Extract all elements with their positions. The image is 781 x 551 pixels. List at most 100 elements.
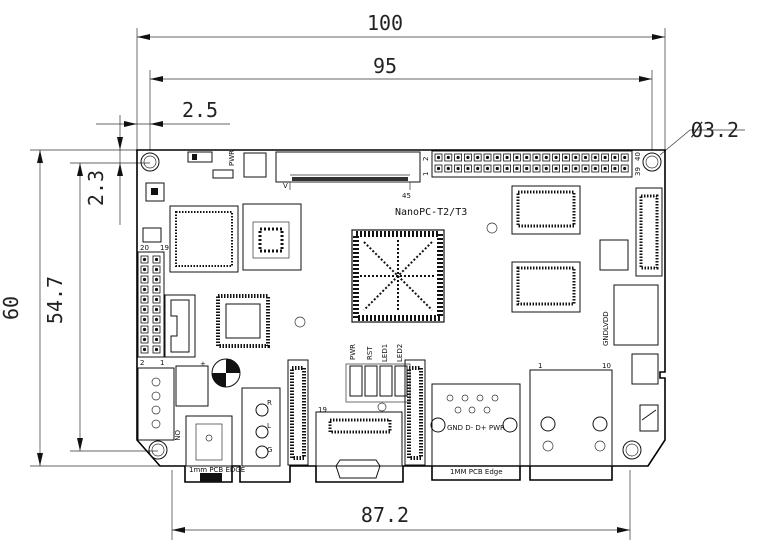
gpio-pin39-label: 39 <box>634 167 642 176</box>
gpio-pin <box>571 164 580 173</box>
btn-rst-label: RST <box>366 346 374 360</box>
dim-hole-offset-y: 2.3 <box>84 170 108 206</box>
audio-jack: R L G <box>241 387 281 467</box>
usb-port: GND D- D+ PWR 1MM PCB Edge <box>430 383 521 476</box>
eth-pin10-label: 10 <box>602 362 611 370</box>
gpio-pin <box>581 164 590 173</box>
pwr-switch-label: PWR <box>228 150 236 166</box>
gpio-pin <box>581 153 590 162</box>
on-label: ON <box>173 430 181 441</box>
debug-pin-hole <box>142 307 147 312</box>
audio-r-label: R <box>267 399 272 407</box>
btn-pwr-label: PWR <box>349 344 357 360</box>
debug-pin-hole <box>142 347 147 352</box>
hdmi-pin19-label: 19 <box>318 406 327 414</box>
gpio-pin <box>513 153 521 162</box>
gpio-pin-hole <box>525 166 529 171</box>
gpio-pin <box>591 164 600 173</box>
gpio-pin-hole <box>623 166 627 171</box>
gpio-pin <box>493 153 502 162</box>
gpio-pin <box>591 153 600 162</box>
debug-pin <box>152 265 161 274</box>
gpio-pin-hole <box>525 155 529 160</box>
dim-hole-pitch-y: 54.7 <box>43 276 67 324</box>
gpio-pin <box>601 153 609 162</box>
battery-area: + ON <box>137 358 241 441</box>
gpio-pin <box>532 164 541 173</box>
debug-pin <box>140 325 149 334</box>
debug-pin <box>152 285 161 294</box>
gpio-pin-hole <box>583 166 588 171</box>
gpio-pin-hole <box>534 155 539 160</box>
dim-pcb-edge-span: 87.2 <box>361 503 409 527</box>
gpio-pin-hole <box>485 155 490 160</box>
right-small-header <box>631 353 659 385</box>
debug-pin <box>140 305 149 314</box>
mounting-holes <box>140 152 662 460</box>
gpio-pin-hole <box>436 155 441 160</box>
gpio-pin <box>611 153 619 162</box>
gpio-pin-hole <box>613 166 617 171</box>
emmc-chip <box>169 205 239 273</box>
gpio-pin-hole <box>466 155 470 160</box>
debug-pin <box>140 345 149 354</box>
usb-edge-label: 1MM PCB Edge <box>450 468 503 476</box>
debug-pin-hole <box>142 257 147 262</box>
dim-hole-diameter: Ø3.2 <box>691 118 739 142</box>
debug-pin-hole <box>142 327 147 332</box>
gpio-pin <box>473 164 482 173</box>
jtag-pin20-label: 20 <box>140 244 149 252</box>
camera-connector-1 <box>287 359 309 466</box>
gpio-pin-hole <box>574 166 578 171</box>
gpio-pin-hole <box>583 155 588 160</box>
debug-pin <box>140 285 149 294</box>
gpio-pin <box>562 164 570 173</box>
gpio-pin <box>542 164 551 173</box>
gpio-pin <box>562 153 570 162</box>
gpio-pin-hole <box>495 155 499 160</box>
gpio-pin-hole <box>603 166 607 171</box>
gpio-pin <box>552 164 560 173</box>
gpio-pin-hole <box>534 166 539 171</box>
debug-pin-hole <box>154 337 159 342</box>
debug-pin-hole <box>154 347 159 352</box>
gpio-pin-hole <box>574 155 578 160</box>
gpio-pin-hole <box>495 166 499 171</box>
small-3pin <box>142 227 162 243</box>
debug-pin <box>152 335 161 344</box>
gpio-pin-hole <box>436 166 441 171</box>
gpio-pin <box>552 153 560 162</box>
gpio-pin-hole <box>505 155 509 160</box>
gpio-pin <box>444 164 453 173</box>
debug-pin-hole <box>142 337 147 342</box>
debug-pin <box>140 265 149 274</box>
card-slot-1 <box>511 185 581 235</box>
gpio-pin <box>473 153 482 162</box>
dc-edge-label: 1mm PCB EDGE <box>189 466 245 474</box>
gpio-pin-hole <box>544 166 548 171</box>
gpio-pin <box>454 164 463 173</box>
dim-hole-offset: 2.5 <box>182 98 218 122</box>
gpio-pin-hole <box>544 155 548 160</box>
gpio-pin-hole <box>593 166 597 171</box>
dc-plus-label: + <box>200 360 206 368</box>
led2-label: LED2 <box>396 344 404 362</box>
debug-pin-hole <box>154 327 159 332</box>
gpio-pin <box>542 153 551 162</box>
gpio-pin-hole <box>446 166 450 171</box>
hdmi-port: 19 <box>315 406 403 479</box>
lcd-pin45-label: 45 <box>402 192 411 200</box>
gpio-pin-hole <box>456 166 460 171</box>
eth-pin1-label: 1 <box>538 362 542 370</box>
gpio-pin-hole <box>515 155 519 160</box>
gpio-pin <box>522 153 531 162</box>
board-name: NanoPC-T2/T3 <box>395 207 467 218</box>
usb-pins-label: GND D- D+ PWR <box>447 424 505 432</box>
gpio-pin-hole <box>485 166 490 171</box>
dimension-lines <box>30 28 745 540</box>
gpio-pin1-label: 1 <box>422 172 430 176</box>
gpio-pin <box>483 164 492 173</box>
lcd-connector: V 45 <box>275 151 421 200</box>
memory-chip <box>242 203 302 271</box>
